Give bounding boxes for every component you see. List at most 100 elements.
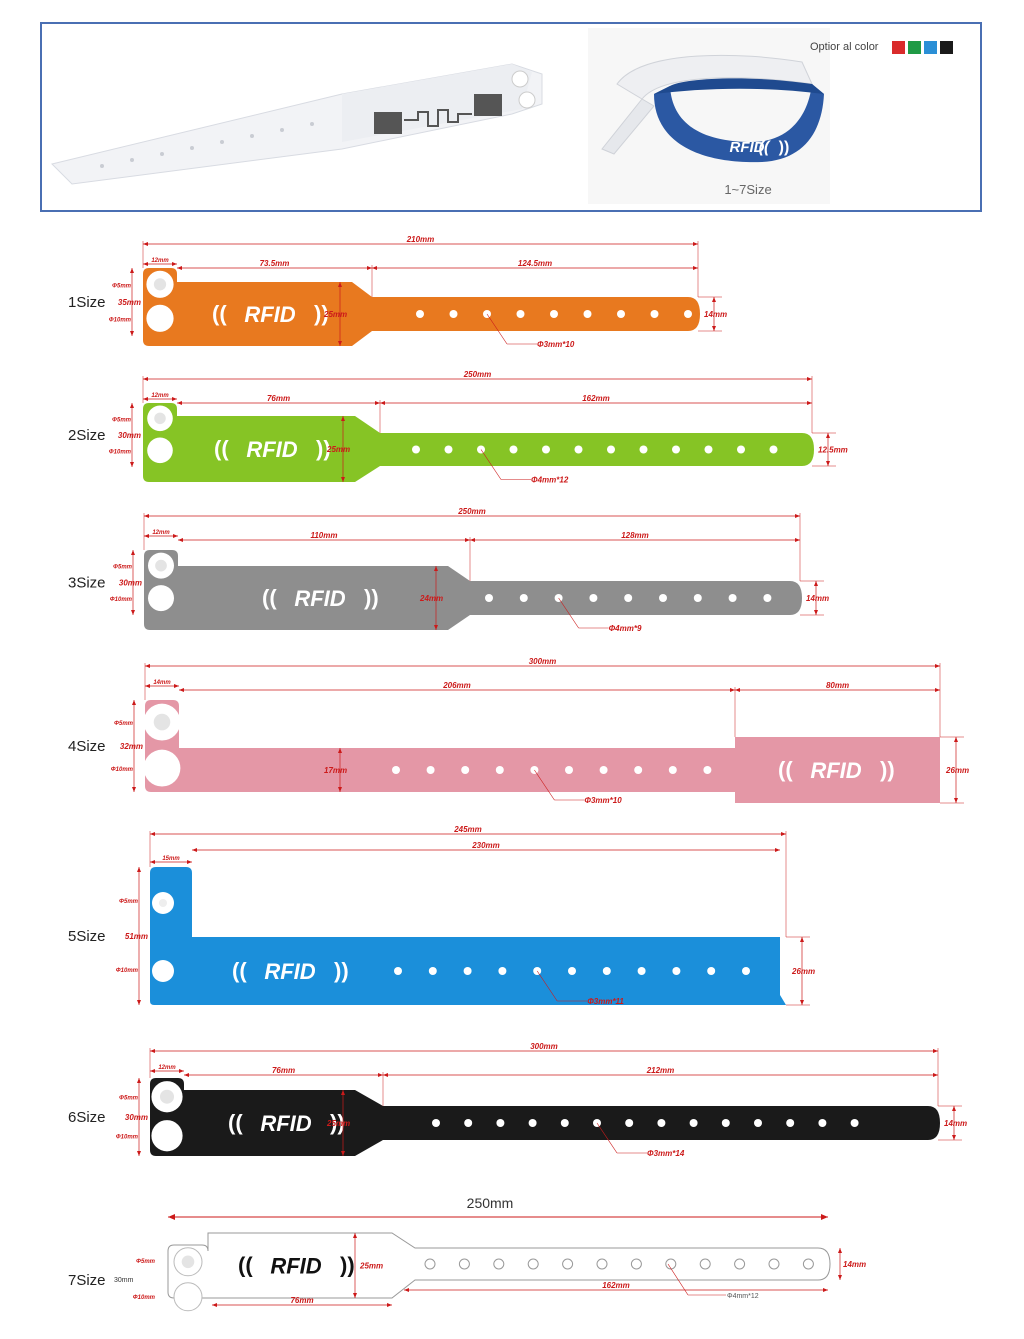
wristband-shape bbox=[144, 550, 802, 630]
small-hole-inner bbox=[159, 899, 167, 907]
strap-hole bbox=[568, 967, 576, 975]
dimension-label: 12mm bbox=[151, 393, 169, 399]
color-swatch bbox=[924, 41, 937, 54]
strap-hole bbox=[672, 967, 681, 975]
svg-text:((: (( bbox=[759, 139, 771, 156]
strap-hole bbox=[728, 594, 737, 602]
arrow-head bbox=[137, 1151, 141, 1156]
dimension-label: 210mm bbox=[406, 235, 435, 244]
arrow-head bbox=[387, 1303, 392, 1307]
arrow-head bbox=[735, 688, 740, 692]
arrow-head bbox=[137, 1000, 141, 1005]
rfid-logo: RFID bbox=[260, 1111, 311, 1136]
arrow-head bbox=[338, 341, 342, 346]
strap-hole bbox=[392, 766, 400, 774]
holes-callout: Φ3mm*10 bbox=[584, 796, 622, 805]
arrow-head bbox=[800, 1000, 804, 1005]
strap-hole bbox=[574, 445, 583, 454]
strap-hole bbox=[426, 766, 435, 774]
dimension-label: 250mm bbox=[467, 1195, 514, 1211]
rfid-logo: RFID bbox=[246, 437, 297, 462]
strap-hole bbox=[737, 445, 745, 454]
arrow-head bbox=[795, 514, 800, 518]
arrow-head bbox=[338, 787, 342, 792]
strap-hole bbox=[769, 445, 778, 454]
logo-wave-right: )) bbox=[340, 1253, 355, 1278]
arrow-head bbox=[143, 377, 148, 381]
strap-hole bbox=[542, 445, 550, 454]
strap-hole bbox=[672, 445, 680, 454]
strap-hole bbox=[763, 594, 772, 602]
dimension-label: 250mm bbox=[457, 507, 486, 516]
dimension-label: 14mm bbox=[806, 594, 829, 603]
dimension-label: 14mm bbox=[944, 1119, 967, 1128]
hole-label: Φ5mm bbox=[112, 417, 132, 423]
strap-hole bbox=[602, 967, 611, 975]
arrow-head bbox=[145, 664, 150, 668]
arrow-head bbox=[172, 262, 177, 266]
hole-label: Φ5mm bbox=[119, 1096, 139, 1102]
arrow-head bbox=[173, 534, 178, 538]
dimension-label: 12mm bbox=[158, 1065, 176, 1071]
big-hole bbox=[173, 1282, 203, 1312]
strap-hole bbox=[528, 1119, 537, 1127]
arrow-head bbox=[179, 688, 184, 692]
hole-label: Φ10mm bbox=[116, 1135, 139, 1141]
big-hole bbox=[151, 1120, 183, 1152]
dimension-label: 25mm bbox=[323, 310, 347, 319]
dimension-label: 128mm bbox=[621, 531, 649, 540]
logo-wave-right: )) bbox=[880, 757, 895, 782]
strap-hole bbox=[637, 967, 646, 975]
arrow-head bbox=[933, 1073, 938, 1077]
hole-label: Φ10mm bbox=[133, 1295, 156, 1301]
arrow-head bbox=[212, 1303, 217, 1307]
arrow-head bbox=[172, 397, 177, 401]
strap-hole bbox=[560, 1119, 569, 1127]
arrow-head bbox=[380, 401, 385, 405]
big-hole bbox=[148, 585, 174, 612]
arrow-head bbox=[184, 1073, 189, 1077]
arrow-head bbox=[353, 1293, 357, 1298]
arrow-head bbox=[131, 550, 135, 555]
color-swatch bbox=[892, 41, 905, 54]
dimension-label: 17mm bbox=[324, 766, 347, 775]
dimension-label: 25mm bbox=[326, 445, 350, 454]
dimension-label: 14mm bbox=[843, 1260, 866, 1269]
dimension-label: 30mm bbox=[119, 579, 142, 588]
arrow-head bbox=[935, 664, 940, 668]
hole-label: Φ10mm bbox=[116, 968, 139, 974]
logo-wave-right: )) bbox=[316, 436, 331, 461]
arrow-head bbox=[933, 1049, 938, 1053]
blue-band-logo: RFID bbox=[730, 139, 765, 156]
dimension-label: 124.5mm bbox=[518, 259, 552, 268]
dimension-label: 76mm bbox=[267, 394, 290, 403]
arrow-head bbox=[179, 1069, 184, 1073]
arrow-head bbox=[150, 1049, 155, 1053]
arrow-head bbox=[192, 848, 197, 852]
small-hole-inner bbox=[153, 278, 167, 291]
dimension-label: 162mm bbox=[602, 1281, 630, 1290]
dimension-label: 25mm bbox=[326, 1119, 350, 1128]
size-range-caption: 1~7Size bbox=[724, 182, 771, 197]
strap-hole bbox=[624, 594, 633, 602]
strap-hole bbox=[717, 310, 726, 318]
dimension-label: 76mm bbox=[290, 1296, 313, 1305]
strap-hole bbox=[550, 310, 558, 318]
dimension-label: 212mm bbox=[646, 1066, 675, 1075]
arrow-head bbox=[693, 266, 698, 270]
arrow-head bbox=[838, 1248, 842, 1253]
arrow-head bbox=[177, 266, 182, 270]
hole-label: Φ5mm bbox=[136, 1259, 156, 1265]
arrow-head bbox=[143, 242, 148, 246]
color-swatch bbox=[908, 41, 921, 54]
small-hole-inner bbox=[159, 1089, 175, 1104]
strap-hole bbox=[634, 766, 643, 774]
logo-wave-left: (( bbox=[262, 585, 277, 610]
arrow-head bbox=[693, 242, 698, 246]
holes-callout: Φ4mm*12 bbox=[531, 476, 569, 485]
strap-hole bbox=[657, 1119, 666, 1127]
